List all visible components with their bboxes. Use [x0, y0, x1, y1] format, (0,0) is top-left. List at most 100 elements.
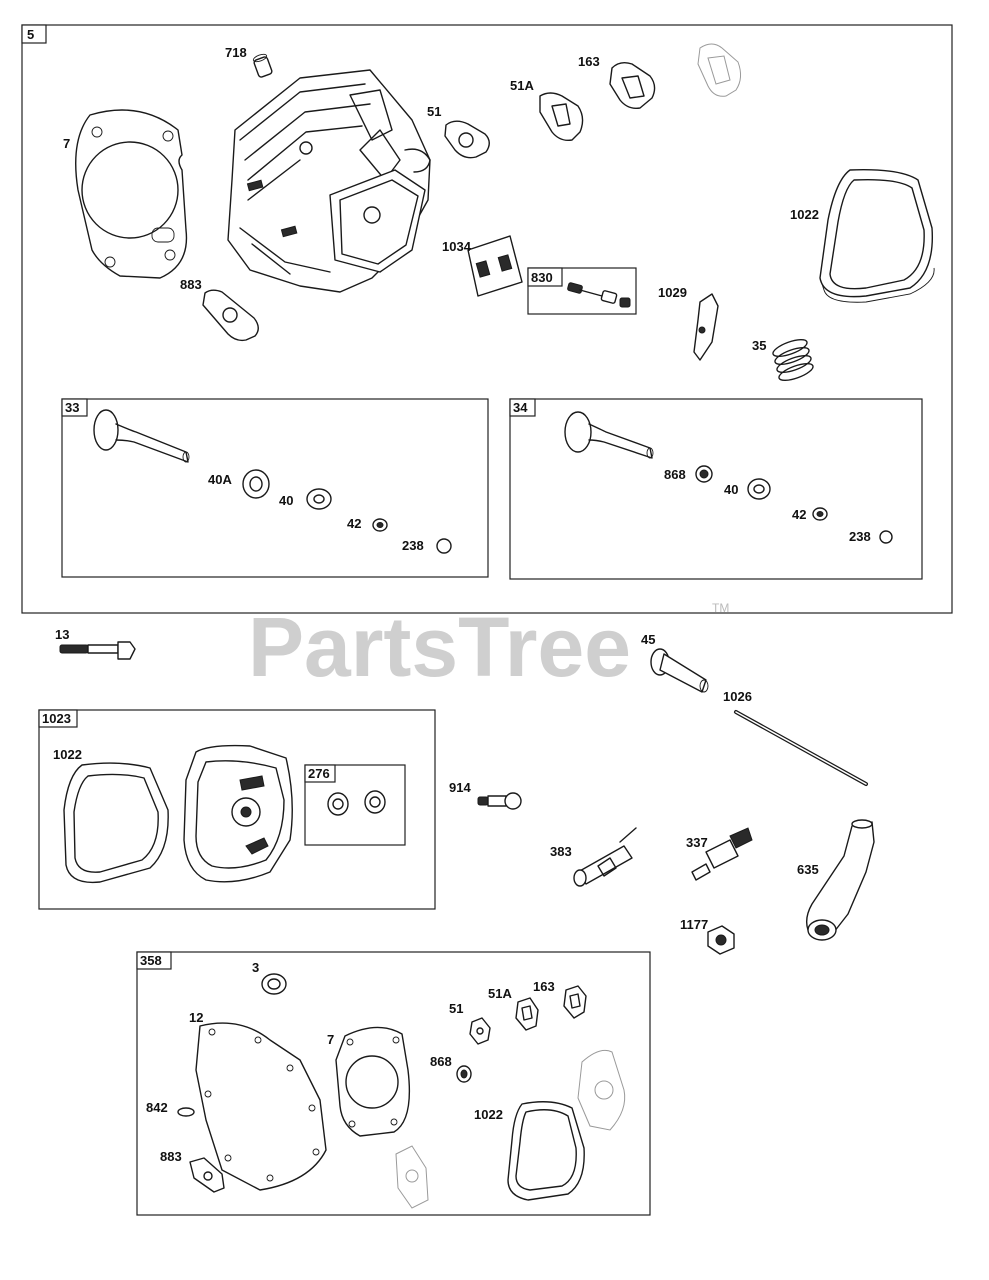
part-868-seal-a[interactable]: [695, 465, 713, 483]
box-358-label: 358: [140, 953, 162, 968]
callout-13[interactable]: 13: [55, 627, 69, 642]
part-40a-seal[interactable]: [242, 469, 270, 499]
part-51a-gasket-kit[interactable]: [515, 997, 539, 1031]
box-33-tag: [61, 398, 88, 417]
callout-842[interactable]: 842: [146, 1100, 168, 1115]
callout-337[interactable]: 337: [686, 835, 708, 850]
callout-718[interactable]: 718: [225, 45, 247, 60]
part-7-head-gasket[interactable]: [75, 109, 188, 279]
part-163-gasket[interactable]: [609, 61, 656, 110]
part-1034-plate[interactable]: [467, 235, 523, 297]
part-914-bolt[interactable]: [477, 792, 522, 810]
callout-7[interactable]: 7: [63, 136, 70, 151]
callout-1029[interactable]: 1029: [658, 285, 687, 300]
callout-40a[interactable]: 40A: [208, 472, 232, 487]
callout-42-a[interactable]: 42: [347, 516, 361, 531]
part-40-retainer-b[interactable]: [747, 478, 771, 500]
part-163-gasket-kit[interactable]: [563, 985, 587, 1019]
callout-51-kit[interactable]: 51: [449, 1001, 463, 1016]
box-358-frame: [136, 951, 651, 1216]
part-238-cap-b[interactable]: [879, 530, 893, 544]
callout-883-kit[interactable]: 883: [160, 1149, 182, 1164]
part-12-crankcase-gasket[interactable]: [195, 1022, 327, 1191]
part-238-cap-a[interactable]: [436, 538, 452, 554]
part-842-o-ring[interactable]: [177, 1107, 195, 1117]
part-1177-nut[interactable]: [707, 925, 735, 955]
cylinder-head[interactable]: [227, 69, 431, 293]
box-5-label: 5: [27, 27, 34, 42]
callout-7-kit[interactable]: 7: [327, 1032, 334, 1047]
part-51-gasket-kit[interactable]: [469, 1017, 491, 1045]
part-1022-gasket-kit[interactable]: [507, 1101, 585, 1201]
box-830-label: 830: [531, 270, 553, 285]
part-13-bolt[interactable]: [59, 641, 136, 660]
callout-45[interactable]: 45: [641, 632, 655, 647]
box-830-frame: [527, 267, 637, 315]
part-33-valve[interactable]: [93, 409, 190, 463]
part-830-adjuster[interactable]: [567, 282, 631, 308]
callout-42-b[interactable]: 42: [792, 507, 806, 522]
part-383-breather[interactable]: [573, 827, 637, 887]
part-883-gasket[interactable]: [202, 289, 259, 342]
part-1026-push-rod[interactable]: [734, 710, 868, 786]
part-718-pin[interactable]: [252, 53, 273, 78]
callout-3[interactable]: 3: [252, 960, 259, 975]
callout-238-a[interactable]: 238: [402, 538, 424, 553]
part-45-tappet[interactable]: [650, 648, 709, 693]
box-34-frame: [509, 398, 923, 580]
box-1023-tag: [38, 709, 78, 728]
callout-1026[interactable]: 1026: [723, 689, 752, 704]
callout-914[interactable]: 914: [449, 780, 471, 795]
part-635-oil-fill-tube[interactable]: [805, 819, 875, 941]
callout-1022-middle[interactable]: 1022: [53, 747, 82, 762]
box-33-frame: [61, 398, 489, 578]
callout-868-a[interactable]: 868: [664, 467, 686, 482]
callout-868-kit[interactable]: 868: [430, 1054, 452, 1069]
part-1029-rocker-arm[interactable]: [693, 293, 719, 361]
part-3-seal[interactable]: [261, 973, 287, 995]
part-1022-gasket-top[interactable]: [819, 169, 935, 303]
valve-cover[interactable]: [183, 744, 293, 883]
box-830-tag: [527, 267, 563, 287]
part-868-seal-kit[interactable]: [456, 1065, 472, 1083]
part-35-spring[interactable]: [771, 336, 815, 384]
part-42-keeper-b[interactable]: [812, 507, 828, 521]
callout-635[interactable]: 635: [797, 862, 819, 877]
callout-40-a[interactable]: 40: [279, 493, 293, 508]
callout-1022-top[interactable]: 1022: [790, 207, 819, 222]
box-33-label: 33: [65, 400, 79, 415]
callout-51a[interactable]: 51A: [510, 78, 534, 93]
ghost-gasket-kit-2: [395, 1145, 429, 1209]
part-1022-gasket-middle[interactable]: [63, 762, 169, 884]
ghost-gasket-top: [697, 43, 742, 97]
watermark-text: PartsTree: [248, 600, 631, 694]
callout-51a-kit[interactable]: 51A: [488, 986, 512, 1001]
watermark-tm: TM: [712, 601, 729, 615]
callout-883[interactable]: 883: [180, 277, 202, 292]
part-883-gasket-kit[interactable]: [189, 1157, 225, 1193]
part-40-retainer-a[interactable]: [306, 488, 332, 510]
callout-163-kit[interactable]: 163: [533, 979, 555, 994]
callout-163[interactable]: 163: [578, 54, 600, 69]
callout-1177[interactable]: 1177: [680, 917, 708, 932]
part-42-keeper-a[interactable]: [372, 518, 388, 532]
box-34-tag: [509, 398, 536, 417]
box-276-label: 276: [308, 766, 330, 781]
box-276-tag: [304, 764, 336, 783]
part-51-gasket[interactable]: [444, 120, 490, 159]
part-51a-gasket[interactable]: [539, 92, 584, 142]
callout-40-b[interactable]: 40: [724, 482, 738, 497]
callout-51[interactable]: 51: [427, 104, 441, 119]
part-7-head-gasket-kit[interactable]: [335, 1026, 411, 1137]
callout-12[interactable]: 12: [189, 1010, 203, 1025]
part-337-spark-plug[interactable]: [691, 827, 753, 881]
callout-238-b[interactable]: 238: [849, 529, 871, 544]
callout-1022-kit[interactable]: 1022: [474, 1107, 503, 1122]
callout-1034[interactable]: 1034: [442, 239, 472, 254]
part-34-valve[interactable]: [564, 411, 654, 459]
callout-383[interactable]: 383: [550, 844, 572, 859]
callout-35[interactable]: 35: [752, 338, 766, 353]
part-276-washers[interactable]: [327, 790, 386, 816]
